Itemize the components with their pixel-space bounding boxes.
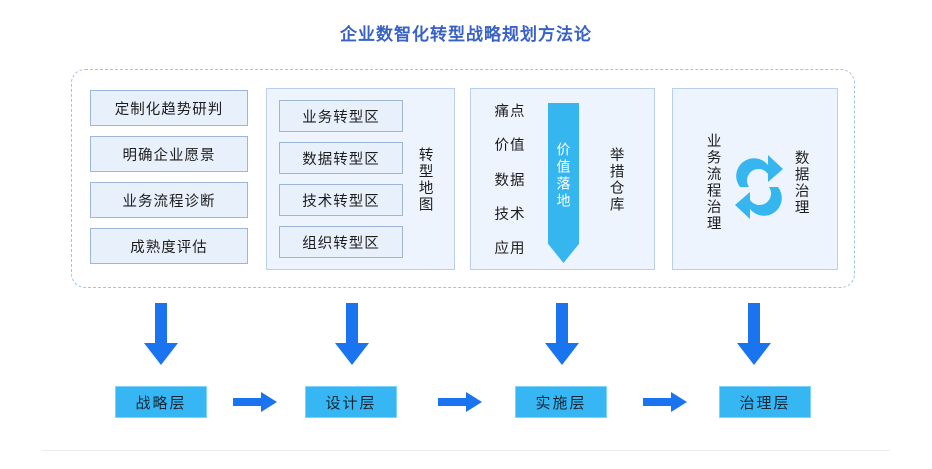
arrow-right-icon-3 bbox=[643, 392, 687, 412]
layer-label: 设计层 bbox=[325, 394, 377, 412]
value-chain-word-list: 痛点 价值 数据 技术 应用 bbox=[486, 100, 534, 258]
word-value: 价值 bbox=[494, 138, 526, 155]
arrow-right-icon-2 bbox=[438, 392, 482, 412]
label-business-process-governance: 业务流程治理 bbox=[704, 132, 721, 232]
layer-label: 实施层 bbox=[535, 394, 587, 412]
tile-label: 业务转型区 bbox=[302, 109, 380, 126]
label-initiative-repository: 举措仓库 bbox=[607, 147, 624, 213]
layer-box-implementation[interactable]: 实施层 bbox=[515, 386, 607, 418]
value-landing-ribbon: 价值落地 bbox=[548, 103, 579, 263]
tile-technology-zone[interactable]: 技术转型区 bbox=[279, 184, 403, 216]
label-data-governance: 数据治理 bbox=[792, 150, 809, 216]
layer-label: 战略层 bbox=[135, 394, 187, 412]
tile-process-diagnosis[interactable]: 业务流程诊断 bbox=[90, 182, 248, 218]
tile-label: 组织转型区 bbox=[302, 235, 380, 252]
bottom-divider bbox=[42, 450, 890, 451]
tile-data-zone[interactable]: 数据转型区 bbox=[279, 142, 403, 174]
layer-box-strategy[interactable]: 战略层 bbox=[115, 386, 207, 418]
arrow-down-icon-2 bbox=[333, 303, 371, 365]
arrow-down-icon-1 bbox=[142, 303, 180, 365]
layer-box-governance[interactable]: 治理层 bbox=[719, 386, 811, 418]
word-pain-point: 痛点 bbox=[494, 104, 526, 120]
layer-label: 治理层 bbox=[739, 394, 791, 412]
ribbon-label: 价值落地 bbox=[555, 142, 572, 210]
tile-label: 技术转型区 bbox=[302, 193, 380, 210]
tile-label: 明确企业愿景 bbox=[122, 147, 216, 164]
layer-box-design[interactable]: 设计层 bbox=[305, 386, 397, 418]
label-transformation-map: 转型地图 bbox=[416, 147, 433, 213]
arrow-right-icon-1 bbox=[233, 392, 277, 412]
tile-label: 成熟度评估 bbox=[130, 239, 208, 256]
word-application: 应用 bbox=[494, 241, 526, 257]
tile-business-zone[interactable]: 业务转型区 bbox=[279, 100, 403, 132]
tile-organization-zone[interactable]: 组织转型区 bbox=[279, 226, 403, 258]
word-technology: 技术 bbox=[494, 206, 526, 223]
cycle-arrows-icon bbox=[730, 135, 788, 223]
panel-governance bbox=[672, 88, 838, 270]
tile-trend-research[interactable]: 定制化趋势研判 bbox=[90, 90, 248, 126]
arrow-down-icon-4 bbox=[735, 303, 773, 365]
tile-enterprise-vision[interactable]: 明确企业愿景 bbox=[90, 136, 248, 172]
tile-label: 定制化趋势研判 bbox=[114, 101, 224, 118]
page-title: 企业数智化转型战略规划方法论 bbox=[340, 25, 592, 44]
word-data: 数据 bbox=[494, 172, 526, 189]
arrow-down-icon-3 bbox=[543, 303, 581, 365]
tile-label: 数据转型区 bbox=[302, 151, 380, 168]
tile-maturity-assessment[interactable]: 成熟度评估 bbox=[90, 228, 248, 264]
tile-label: 业务流程诊断 bbox=[122, 193, 216, 210]
